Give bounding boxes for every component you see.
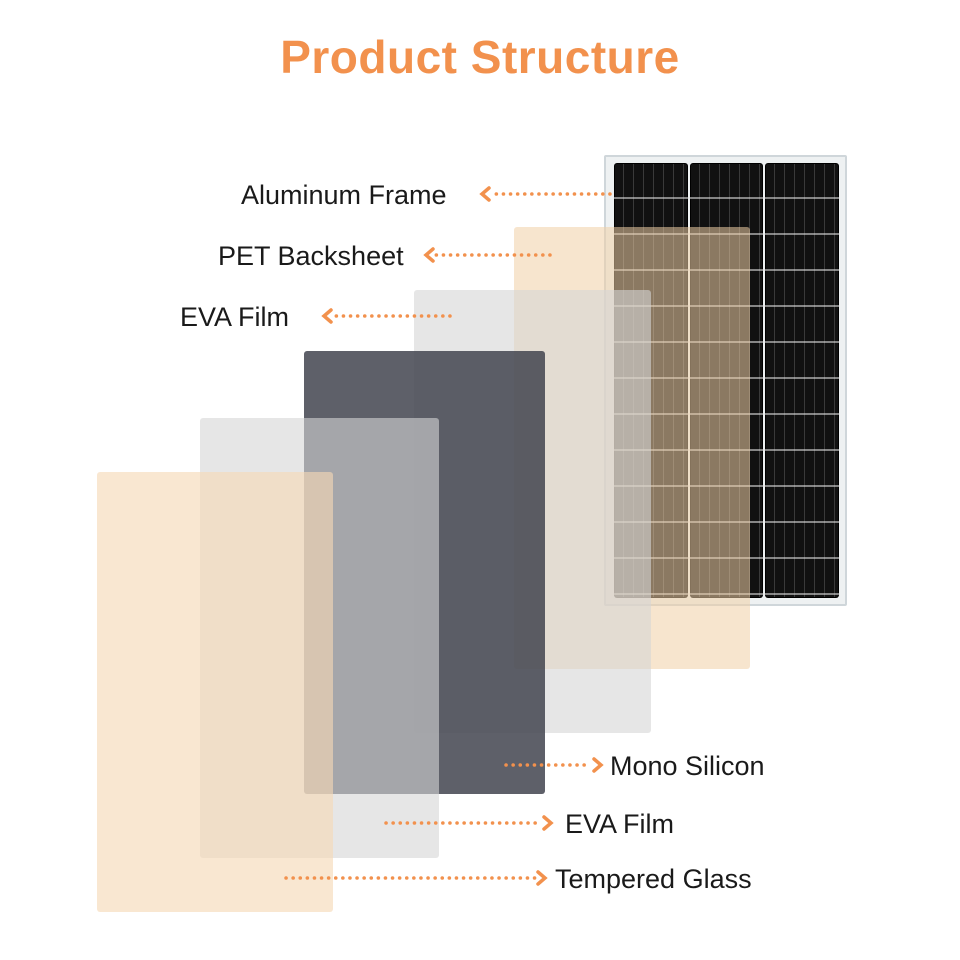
arrowhead-right-icon	[542, 815, 554, 831]
arrowhead-right-icon	[592, 757, 604, 773]
tempered-glass-layer	[97, 472, 333, 912]
page-title: Product Structure	[280, 31, 680, 83]
label-mono-silicon: Mono Silicon	[610, 751, 765, 781]
label-aluminum-frame: Aluminum Frame	[241, 180, 447, 210]
arrowhead-left-icon	[423, 247, 435, 263]
label-eva-film-bottom: EVA Film	[565, 809, 675, 839]
arrowhead-left-icon	[321, 308, 333, 324]
label-pet-backsheet: PET Backsheet	[218, 241, 404, 271]
label-tempered-glass: Tempered Glass	[555, 864, 752, 894]
arrowhead-left-icon	[479, 186, 491, 202]
arrowhead-right-icon	[536, 870, 548, 886]
label-eva-film-top: EVA Film	[180, 302, 290, 332]
